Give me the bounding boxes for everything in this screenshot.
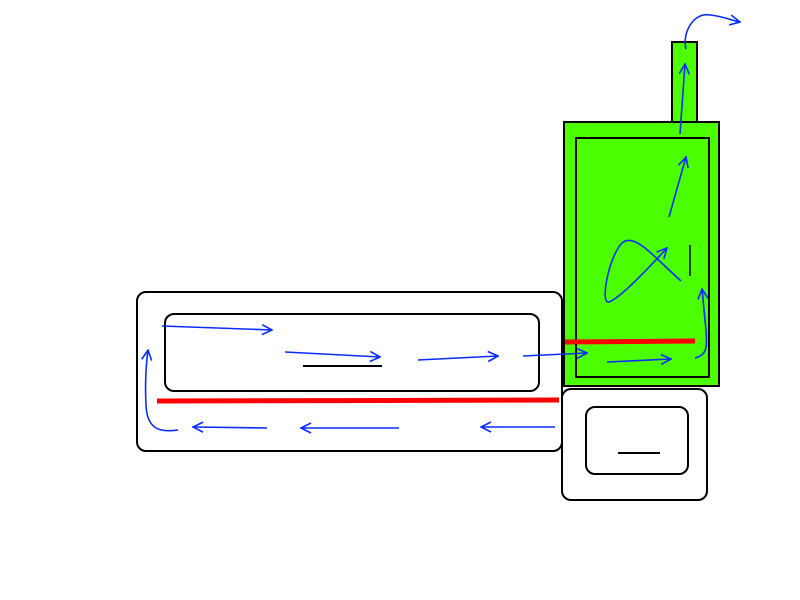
flow-arrow-icon xyxy=(161,326,272,330)
flow-arrow-icon xyxy=(417,356,498,360)
outer-horizontal-box xyxy=(136,291,563,452)
barrier-line-horizontal xyxy=(156,397,560,404)
inner-horizontal-box xyxy=(164,313,540,392)
green-chamber-outer xyxy=(563,121,720,387)
flow-arrow-icon xyxy=(668,157,686,218)
flow-arrow-icon xyxy=(193,427,268,428)
flow-arrow-icon xyxy=(694,289,707,359)
flow-arrow-icon xyxy=(284,352,380,357)
lower-box-inner xyxy=(585,406,689,475)
flow-arrow-icon xyxy=(606,359,671,362)
lower-box-outer xyxy=(561,388,708,501)
flow-arrow-icon xyxy=(146,350,179,432)
barrier-line-chamber xyxy=(564,338,696,345)
flow-arrow-icon xyxy=(604,239,682,303)
flow-arrow-icon xyxy=(522,353,587,356)
flow-arrow-icon xyxy=(684,14,740,50)
green-chamber-inner xyxy=(575,137,710,378)
flow-arrow-icon xyxy=(680,64,685,135)
